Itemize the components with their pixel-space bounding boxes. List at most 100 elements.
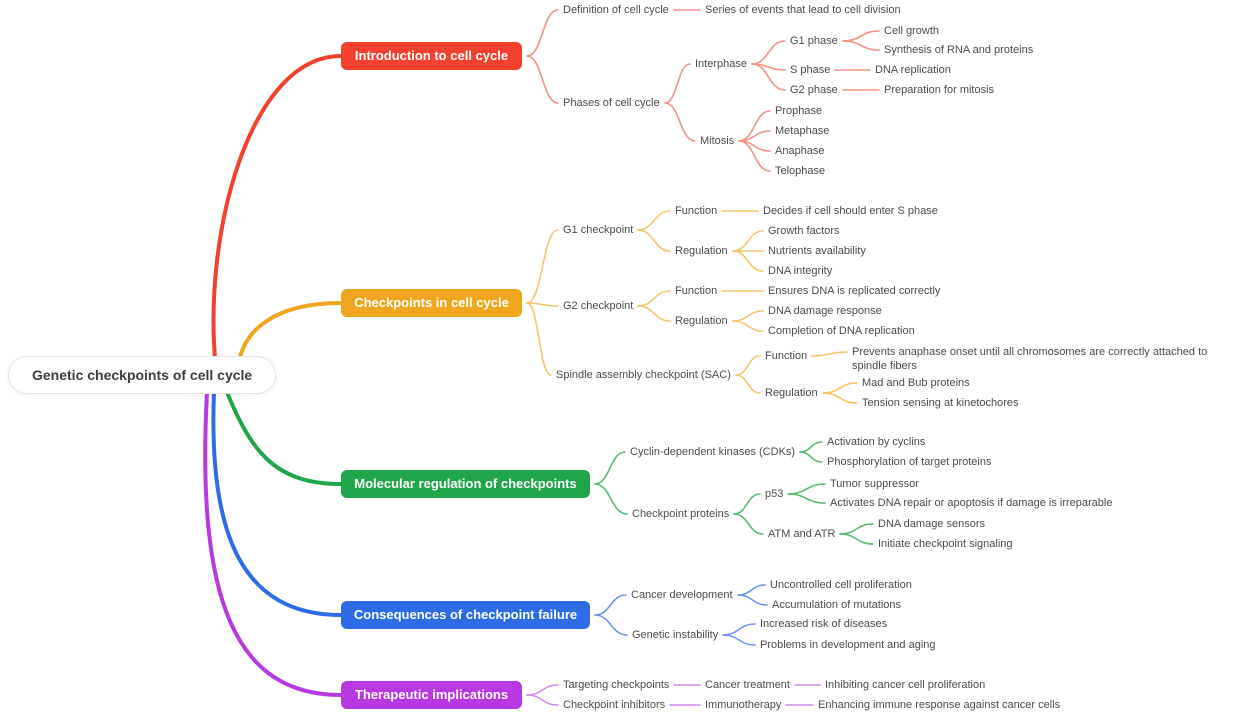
label-definition-of-cell-cycle[interactable]: Definition of cell cycle: [563, 4, 669, 16]
label-sac-function[interactable]: Function: [765, 350, 808, 362]
label-immunotherapy[interactable]: Immunotherapy: [705, 699, 782, 711]
connector-line: [637, 290, 671, 307]
label-p53[interactable]: p53: [765, 488, 784, 500]
label-series-of-events[interactable]: Series of events that lead to cell divis…: [705, 4, 901, 16]
label-g1-function[interactable]: Function: [675, 205, 718, 217]
label-atm-and-atr[interactable]: ATM and ATR: [768, 528, 836, 540]
label-anaphase[interactable]: Anaphase: [775, 145, 825, 157]
connector-line: [637, 210, 671, 231]
label-dna-integrity[interactable]: DNA integrity: [768, 265, 833, 277]
label-g1-checkpoint[interactable]: G1 checkpoint: [563, 224, 634, 236]
connector-line: [751, 40, 786, 65]
label-dna-replication[interactable]: DNA replication: [875, 64, 951, 76]
connector-line: [822, 392, 858, 404]
label-telophase[interactable]: Telophase: [775, 165, 826, 177]
label-g1-regulation[interactable]: Regulation: [675, 245, 728, 257]
label-phosphorylation[interactable]: Phosphorylation of target proteins: [827, 456, 992, 468]
label-initiate-checkpoint-signaling[interactable]: Initiate checkpoint signaling: [878, 538, 1013, 550]
label-cancer-development[interactable]: Cancer development: [631, 589, 733, 601]
curve-consequences-branch: [211, 390, 343, 617]
label-enhancing-immune-response[interactable]: Enhancing immune response against cancer…: [818, 699, 1061, 711]
connector-line: [664, 63, 691, 104]
label-checkpoint-inhibitors[interactable]: Checkpoint inhibitors: [563, 699, 666, 711]
label-growth-factors[interactable]: Growth factors: [768, 225, 840, 237]
connector-line: [787, 483, 826, 495]
label-metaphase[interactable]: Metaphase: [775, 125, 830, 137]
label-g2-regulation[interactable]: Regulation: [675, 315, 728, 327]
label-increased-risk-diseases[interactable]: Increased risk of diseases: [760, 618, 888, 630]
connector-line: [822, 382, 858, 394]
connector-line: [735, 374, 761, 394]
label-tension-sensing[interactable]: Tension sensing at kinetochores: [862, 397, 1019, 409]
label-g2-function[interactable]: Function: [675, 285, 718, 297]
label-activates-dna-repair[interactable]: Activates DNA repair or apoptosis if dam…: [830, 497, 1113, 509]
connector-line: [732, 230, 764, 252]
label-problems-development-aging[interactable]: Problems in development and aging: [760, 639, 936, 651]
label-cancer-treatment[interactable]: Cancer treatment: [705, 679, 790, 691]
label-completion-dna-replication[interactable]: Completion of DNA replication: [768, 325, 915, 337]
connector-line: [732, 320, 764, 332]
label-g2-checkpoint[interactable]: G2 checkpoint: [563, 300, 634, 312]
connector-line: [722, 634, 756, 646]
label-interphase[interactable]: Interphase: [695, 58, 747, 70]
label-g2-phase[interactable]: G2 phase: [790, 84, 838, 96]
connector-line: [733, 513, 764, 535]
label-phases-of-cell-cycle[interactable]: Phases of cell cycle: [563, 97, 660, 109]
label-ensures-dna-replicated[interactable]: Ensures DNA is replicated correctly: [768, 285, 941, 297]
connector-line: [839, 533, 874, 545]
connector-line: [737, 584, 766, 596]
label-sac-regulation[interactable]: Regulation: [765, 387, 818, 399]
label-cdks[interactable]: Cyclin-dependent kinases (CDKs): [630, 446, 796, 458]
curve-molecular-branch: [224, 388, 343, 486]
connector-line: [526, 684, 559, 696]
label-inhibiting-proliferation[interactable]: Inhibiting cancer cell proliferation: [825, 679, 986, 691]
connector-line: [722, 623, 756, 636]
branch-checkpoints-in-cell-cycle[interactable]: Checkpoints in cell cycle: [341, 289, 522, 317]
connector-line: [738, 140, 771, 172]
branch-introduction-to-cell-cycle[interactable]: Introduction to cell cycle: [341, 42, 522, 70]
label-checkpoint-proteins[interactable]: Checkpoint proteins: [632, 508, 730, 520]
label-nutrients-availability[interactable]: Nutrients availability: [768, 245, 866, 257]
connector-line: [839, 523, 874, 535]
connector-line: [732, 310, 764, 322]
root-node[interactable]: Genetic checkpoints of cell cycle: [8, 356, 277, 394]
connector-line: [842, 40, 880, 51]
connector-line: [751, 63, 786, 91]
branch-consequences-of-failure[interactable]: Consequences of checkpoint failure: [341, 601, 590, 629]
label-activation-by-cyclins[interactable]: Activation by cyclins: [827, 436, 926, 448]
curve-introduction-branch: [211, 54, 343, 370]
connector-line: [842, 30, 880, 42]
connector-line: [799, 451, 823, 463]
branch-therapeutic-implications[interactable]: Therapeutic implications: [341, 681, 522, 709]
label-accumulation-of-mutations[interactable]: Accumulation of mutations: [772, 599, 902, 611]
label-dna-damage-sensors[interactable]: DNA damage sensors: [878, 518, 985, 530]
label-mad-bub-proteins[interactable]: Mad and Bub proteins: [862, 377, 970, 389]
connector-line: [526, 694, 559, 706]
label-prevents-anaphase-onset[interactable]: Prevents anaphase onset until all chromo…: [852, 346, 1208, 372]
connector-line: [526, 302, 559, 307]
label-genetic-instability[interactable]: Genetic instability: [632, 629, 719, 641]
connector-line: [526, 229, 559, 304]
label-spindle-assembly-checkpoint[interactable]: Spindle assembly checkpoint (SAC): [556, 369, 731, 381]
connector-line: [594, 483, 628, 515]
label-preparation-for-mitosis[interactable]: Preparation for mitosis: [884, 84, 995, 96]
connector-line: [738, 110, 771, 142]
label-uncontrolled-proliferation[interactable]: Uncontrolled cell proliferation: [770, 579, 912, 591]
label-cell-growth[interactable]: Cell growth: [884, 25, 940, 37]
label-decides-enter-s-phase[interactable]: Decides if cell should enter S phase: [763, 205, 938, 217]
connector-line: [733, 493, 761, 515]
connector-line: [594, 594, 627, 616]
label-dna-damage-response[interactable]: DNA damage response: [768, 305, 882, 317]
connector-line: [732, 250, 764, 272]
label-prophase[interactable]: Prophase: [775, 105, 823, 117]
label-synthesis-rna-proteins[interactable]: Synthesis of RNA and proteins: [884, 44, 1034, 56]
label-mitosis[interactable]: Mitosis: [700, 135, 735, 147]
branch-molecular-regulation[interactable]: Molecular regulation of checkpoints: [341, 470, 590, 498]
label-s-phase[interactable]: S phase: [790, 64, 831, 76]
label-g1-phase[interactable]: G1 phase: [790, 35, 838, 47]
connector-line: [738, 130, 771, 142]
label-targeting-checkpoints[interactable]: Targeting checkpoints: [563, 679, 670, 691]
connector-line: [594, 614, 628, 636]
label-tumor-suppressor[interactable]: Tumor suppressor: [830, 478, 919, 490]
connector-line: [738, 140, 771, 152]
